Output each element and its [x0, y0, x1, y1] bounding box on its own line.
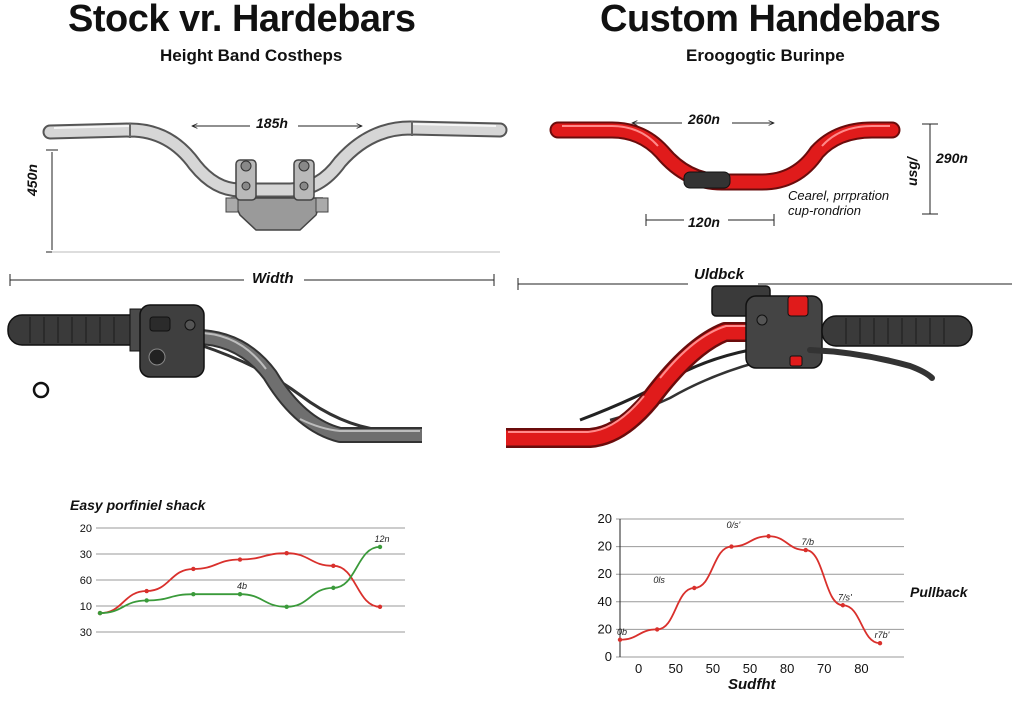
x-tick-label: 50	[743, 661, 757, 676]
y-tick-label: 30	[80, 549, 92, 561]
data-label: r7b'	[875, 630, 890, 640]
y-tick-label: 20	[598, 621, 612, 636]
data-label: 12n	[374, 534, 389, 544]
data-point	[191, 591, 196, 597]
stock-switch-housing	[139, 304, 205, 378]
custom-note: Cearel, prrpration cup-rondrion	[788, 188, 890, 218]
data-label: 4b	[237, 581, 247, 591]
x-tick-label: 80	[854, 661, 868, 676]
data-point	[331, 563, 336, 569]
series-line-0	[619, 535, 881, 645]
data-label: 7/b	[801, 537, 814, 547]
left-subtitle: Height Band Costheps	[160, 46, 343, 65]
x-tick-label: 50	[706, 661, 720, 676]
y-tick-label: 0	[605, 649, 612, 664]
stock-top-dimension: 185h	[256, 115, 288, 131]
custom-grip-side-view	[506, 285, 973, 448]
stock-handlebar-front	[42, 114, 508, 253]
data-label: 0/s'	[727, 520, 741, 530]
custom-rotated-dimension: usg/	[904, 157, 920, 186]
custom-bar-side	[506, 324, 762, 446]
x-tick-label: 70	[817, 661, 831, 676]
left-chart-title: Easy porfiniel shack	[70, 497, 206, 513]
data-point	[191, 566, 196, 572]
custom-top-dimension: 260n	[688, 111, 720, 127]
data-point	[97, 610, 103, 616]
custom-rise-dimension: 290n	[936, 150, 968, 166]
data-point	[144, 588, 149, 594]
data-label: 7/s'	[838, 592, 852, 602]
y-tick-label: 60	[80, 575, 92, 587]
data-point	[729, 544, 734, 549]
right-chart: 20 20 20 40 20 0 0 50 50 50 80 70 80 0b 0ls 0/s' 7/b 7/s'…	[598, 511, 904, 676]
data-point	[377, 604, 383, 609]
custom-bar-tube	[551, 123, 899, 189]
stock-grip	[7, 314, 149, 346]
data-point	[377, 544, 383, 550]
custom-inner-dimension: 120n	[688, 214, 720, 230]
custom-switch-housing	[745, 295, 823, 369]
data-point	[237, 557, 243, 562]
stock-grip-side-view	[7, 304, 422, 443]
custom-lever	[807, 347, 935, 381]
stock-bar-tube	[44, 122, 506, 196]
data-label: 0ls	[653, 575, 665, 585]
y-tick-label: 20	[598, 539, 612, 554]
custom-handlebar-front	[549, 110, 938, 228]
right-chart-legend-label: Pullback	[910, 584, 968, 600]
y-tick-label: 20	[598, 566, 612, 581]
custom-grip	[821, 315, 973, 347]
y-tick-label: 30	[80, 627, 92, 639]
data-point	[692, 585, 697, 591]
data-point	[144, 598, 149, 603]
data-point	[766, 534, 771, 539]
x-tick-label: 0	[635, 661, 642, 676]
ring-icon	[32, 381, 50, 399]
red-button-icon	[787, 295, 809, 317]
data-point	[331, 585, 336, 591]
data-point	[617, 637, 623, 642]
custom-section-label: Uldbck	[694, 266, 745, 283]
y-tick-label: 20	[598, 511, 612, 526]
left-title: Stock vr. Hardebars	[68, 0, 416, 40]
right-subtitle: Eroogogtic Burinpe	[686, 46, 845, 65]
y-tick-label: 40	[598, 594, 612, 609]
right-chart-xlabel: Sudfht	[728, 676, 776, 693]
y-tick-label: 10	[80, 601, 92, 613]
x-tick-label: 80	[780, 661, 794, 676]
right-title: Custom Handebars	[600, 0, 941, 40]
data-point	[284, 551, 289, 556]
data-label: 0b	[617, 627, 627, 637]
x-tick-label: 50	[668, 661, 682, 676]
stock-width-line	[9, 270, 495, 290]
data-point	[237, 591, 243, 597]
left-chart: 20 30 60 10 30 4b 12n	[80, 523, 405, 639]
width-label: Width	[252, 270, 294, 287]
custom-center-clamp	[683, 171, 731, 189]
data-point	[877, 641, 883, 646]
data-point	[284, 604, 289, 609]
data-point	[803, 547, 808, 553]
y-tick-label: 20	[80, 523, 92, 535]
stock-height-dimension: 450n	[24, 164, 40, 196]
stock-bar-side	[189, 330, 422, 441]
data-point	[840, 603, 846, 608]
stock-riser-clamp	[230, 197, 324, 231]
data-point	[654, 627, 660, 632]
